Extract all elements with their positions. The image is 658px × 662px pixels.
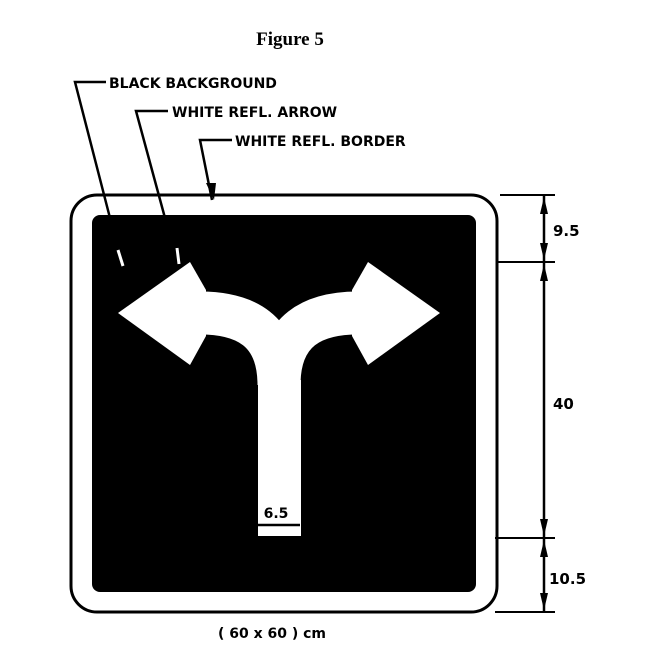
figure-title: Figure 5 <box>256 29 324 50</box>
label-white-border: WHITE REFL. BORDER <box>235 134 406 150</box>
border-leader-arrowhead <box>206 183 216 200</box>
double-arrow <box>118 262 440 536</box>
leaders <box>73 80 232 219</box>
right-arrowhead <box>352 262 440 365</box>
dimension-middle: 40 <box>553 395 574 413</box>
label-white-arrow: WHITE REFL. ARROW <box>172 105 337 121</box>
right-arrow-shaft <box>257 291 359 387</box>
leader-end-mark <box>116 249 125 267</box>
stem-width-label: 6.5 <box>264 506 289 522</box>
dimension-bottom: 10.5 <box>549 570 586 588</box>
dimension-top: 9.5 <box>553 222 580 240</box>
arrow-stem <box>258 380 301 536</box>
left-arrowhead <box>118 262 206 365</box>
label-black-background: BLACK BACKGROUND <box>109 76 277 92</box>
leader-end-mark <box>175 247 181 265</box>
overall-size-label: ( 60 x 60 ) cm <box>218 626 326 642</box>
dimension-arrowheads <box>540 197 548 610</box>
